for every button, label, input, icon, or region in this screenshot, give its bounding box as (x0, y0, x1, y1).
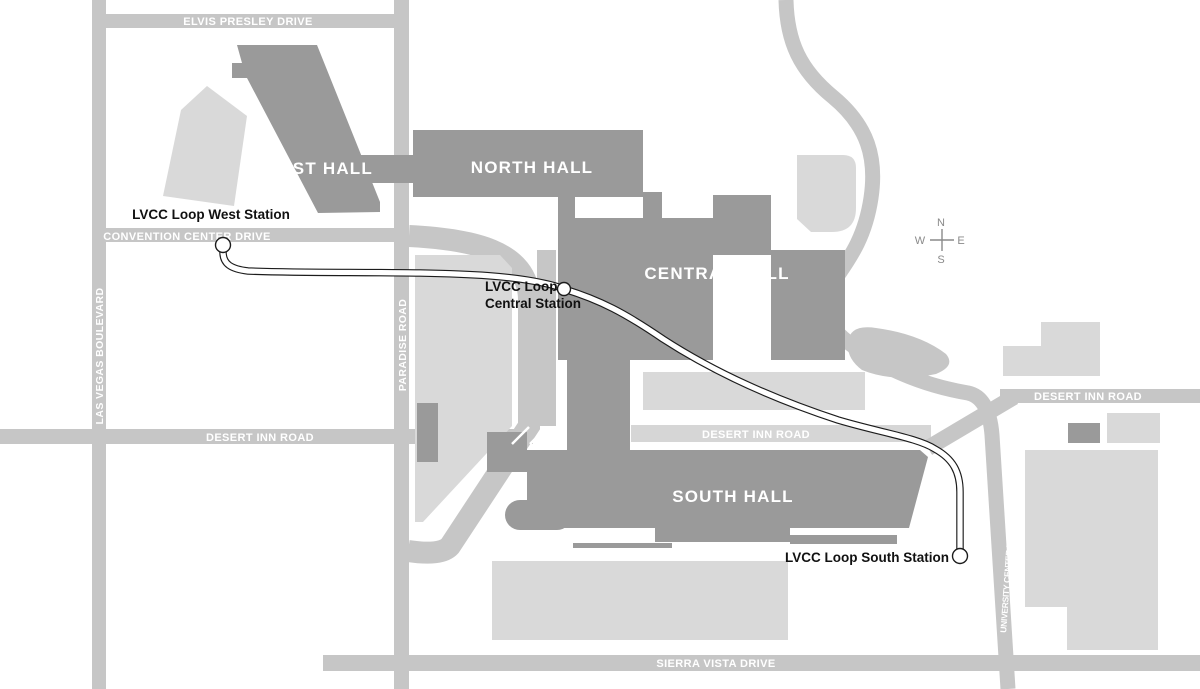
label-north-hall: NORTH HALL (471, 158, 593, 177)
building-west-north-connector (352, 155, 414, 183)
compass-west: W (915, 235, 926, 247)
label-south-station: LVCC Loop South Station (785, 550, 949, 565)
label-central-station-line1: LVCC Loop (485, 279, 557, 294)
road-labels-layer: ELVIS PRESLEY DRIVE CONVENTION CENTER DR… (94, 16, 1142, 670)
parking-lot-northeast (797, 155, 856, 232)
road-desert-inn-west (0, 429, 533, 444)
parking-lot-west (163, 86, 247, 206)
label-desert-inn-east: DESERT INN ROAD (1034, 391, 1142, 403)
station-marker-south (951, 547, 969, 565)
label-west-hall: WEST HALL (263, 159, 373, 178)
road-inner-lane (537, 250, 556, 426)
road-desert-inn-east (1000, 389, 1200, 403)
label-sierra-vista-drive: SIERRA VISTA DRIVE (656, 658, 775, 670)
stations-layer: LVCC Loop West Station LVCC Loop Central… (132, 207, 969, 565)
parking-lot-paradise (415, 255, 512, 522)
compass-east: E (957, 235, 964, 247)
compass-south: S (937, 254, 944, 266)
label-central-hall: CENTRAL HALL (644, 264, 789, 283)
building-west-hall (232, 45, 380, 213)
building-central-hall (558, 192, 845, 470)
parking-layer (163, 86, 1160, 650)
compass-north: N (937, 217, 945, 229)
compass-rose: N S W E (915, 217, 965, 266)
label-las-vegas-boulevard: LAS VEGAS BOULEVARD (94, 288, 106, 425)
building-southeast-large (1025, 450, 1158, 650)
building-north-hall (413, 130, 643, 197)
building-paradise-small (417, 403, 438, 462)
parking-lot-south (492, 561, 788, 640)
label-desert-inn-center: DESERT INN ROAD (702, 429, 810, 441)
building-east-dark-small (1068, 423, 1100, 443)
road-convention-center-curve (406, 225, 540, 564)
station-marker-central (556, 281, 572, 297)
label-elvis-presley-drive: ELVIS PRESLEY DRIVE (183, 16, 312, 28)
building-east-small (1107, 413, 1160, 443)
building-east-mid (1003, 322, 1100, 376)
label-central-station-line2: Central Station (485, 296, 581, 311)
label-south-hall: SOUTH HALL (672, 487, 794, 506)
building-south-hall (487, 432, 928, 548)
label-west-station: LVCC Loop West Station (132, 207, 290, 222)
station-marker-west (214, 236, 232, 254)
road-sierra-vista-drive (323, 655, 1200, 671)
road-elvis-presley-drive (92, 14, 402, 28)
label-paradise-road: PARADISE ROAD (397, 299, 409, 392)
halls-layer (232, 45, 1100, 548)
road-desert-inn-connector (923, 390, 1019, 455)
label-desert-inn-west: DESERT INN ROAD (206, 432, 314, 444)
label-convention-center-drive: CONVENTION CENTER DRIVE (103, 231, 271, 243)
road-convention-center-drive (92, 228, 409, 242)
crosswalk-hatches (511, 426, 566, 445)
hall-labels-layer: WEST HALL NORTH HALL CENTRAL HALL SOUTH … (263, 158, 794, 506)
road-desert-inn-center-underpass (631, 425, 931, 442)
road-las-vegas-boulevard (92, 0, 106, 689)
road-interchange-area (847, 327, 950, 378)
